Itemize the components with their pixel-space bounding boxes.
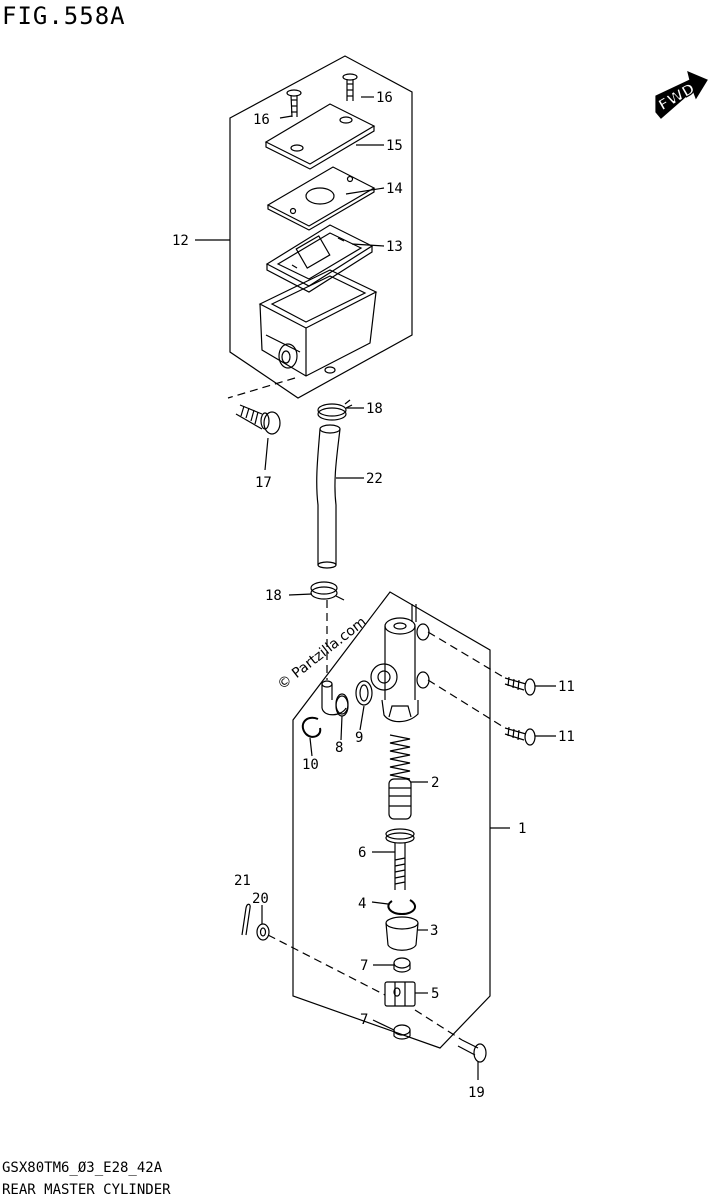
mounting-bolt-icon: [235, 404, 281, 435]
callout-12: 12: [172, 233, 189, 249]
piston-spring-icon: [388, 734, 412, 820]
washer-icon: [256, 923, 270, 941]
screw-icon: [286, 89, 302, 118]
callout-14: 14: [386, 181, 403, 197]
bolt-icon: [504, 676, 536, 696]
callout-21: 21: [234, 873, 251, 889]
callout-16: 16: [376, 90, 393, 106]
callout-18-lower: 18: [265, 588, 282, 604]
callout-5: 5: [431, 986, 439, 1002]
callout-18: 18: [366, 401, 383, 417]
fwd-arrow-icon: FWD: [654, 70, 708, 119]
callout-11-lower: 11: [558, 729, 575, 745]
part-group-name: REAR MASTER CYLINDER: [2, 1182, 171, 1198]
callout-19: 19: [468, 1085, 485, 1101]
snap-ring-icon: [387, 899, 417, 916]
callout-13: 13: [386, 239, 403, 255]
callout-22: 22: [366, 471, 383, 487]
callout-10: 10: [302, 757, 319, 773]
callout-2: 2: [431, 775, 439, 791]
pushrod-icon: [385, 828, 415, 890]
callout-6: 6: [358, 845, 366, 861]
o-ring-icon: [335, 693, 349, 715]
callout-9: 9: [355, 730, 363, 746]
master-cylinder-group-outline: [292, 591, 491, 1049]
callout-15: 15: [386, 138, 403, 154]
callout-17: 17: [255, 475, 272, 491]
master-cylinder-body-icon: [370, 604, 430, 723]
model-code: GSX80TM6_Ø3_E28_42A: [2, 1160, 163, 1176]
bolt-icon: [504, 726, 536, 746]
hose-clamp-icon: [310, 581, 345, 601]
callout-11: 11: [558, 679, 575, 695]
cotter-pin-icon: [241, 903, 251, 936]
callout-4: 4: [358, 896, 366, 912]
reservoir-group-outline: [229, 55, 413, 399]
callout-1: 1: [518, 821, 526, 837]
callout-16-left: 16: [253, 112, 270, 128]
circlip-icon: [301, 716, 322, 738]
hose-clamp-icon: [317, 399, 353, 421]
nut-icon: [393, 957, 411, 973]
callout-8: 8: [335, 740, 343, 756]
dust-boot-icon: [385, 916, 419, 951]
callout-7: 7: [360, 958, 368, 974]
o-ring-icon: [355, 680, 373, 706]
diaphragm-plate-icon: [266, 166, 376, 231]
callout-3: 3: [430, 923, 438, 939]
clevis-pin-icon: [457, 1039, 487, 1063]
callout-7-lower: 7: [360, 1012, 368, 1028]
leader-lines: [195, 96, 556, 1080]
clevis-icon: [384, 981, 416, 1007]
figure-title: FIG.558A: [2, 2, 126, 30]
reservoir-body-icon: [258, 269, 378, 377]
reservoir-hose-icon: [316, 424, 341, 569]
fwd-label: FWD: [655, 79, 698, 114]
hose-fitting-icon: [321, 680, 349, 717]
callout-20: 20: [252, 891, 269, 907]
reservoir-cap-icon: [264, 103, 376, 170]
screw-icon: [342, 73, 358, 101]
diaphragm-icon: [265, 224, 374, 293]
